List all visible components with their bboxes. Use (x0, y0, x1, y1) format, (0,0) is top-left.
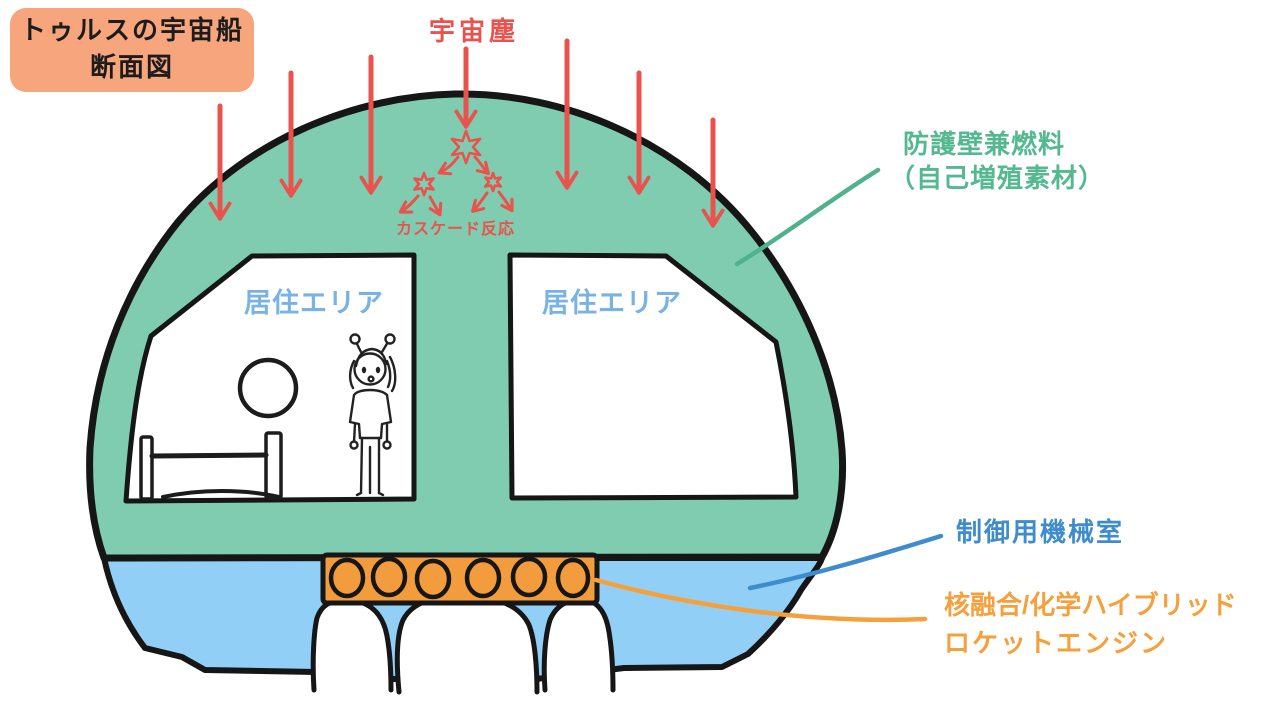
bed (139, 431, 283, 501)
engine-label-line2: ロケットエンジン (944, 628, 1169, 658)
cosmic-dust-arrows (208, 38, 725, 228)
burst-small-right (483, 171, 503, 193)
title-line2: 断面図 (89, 53, 174, 83)
control-room-annotation-line (747, 533, 944, 591)
title-line1: トゥルスの宇宙船 (19, 16, 244, 46)
control-room-label: 制御用機械室 (956, 517, 1125, 547)
title-box: トゥルスの宇宙船 断面図 (10, 8, 254, 92)
porthole-window (237, 357, 299, 419)
cascade-reaction-label: カスケード反応 (396, 221, 516, 238)
burst-large (450, 129, 482, 165)
engine-nozzles (310, 593, 616, 695)
burst-small-left (413, 171, 435, 197)
living-area-right-label: 居住エリア (542, 288, 682, 319)
engine-annotation-line (593, 577, 928, 623)
cascade-reaction-bursts (398, 129, 514, 217)
alien-character (348, 333, 397, 497)
engine-ports (328, 556, 591, 600)
hull-annotation-line (734, 167, 881, 267)
hull-label-line1: 防護壁兼燃料 (903, 129, 1066, 159)
engine-block (320, 552, 600, 606)
hull-label-line2: （自己増殖素材） (889, 163, 1106, 193)
engine-label-line1: 核融合/化学ハイブリッド (944, 590, 1237, 620)
living-area-left-label: 居住エリア (244, 288, 384, 319)
living-area-right-room (507, 252, 799, 501)
cosmic-dust-label: 宇宙塵 (429, 17, 520, 47)
